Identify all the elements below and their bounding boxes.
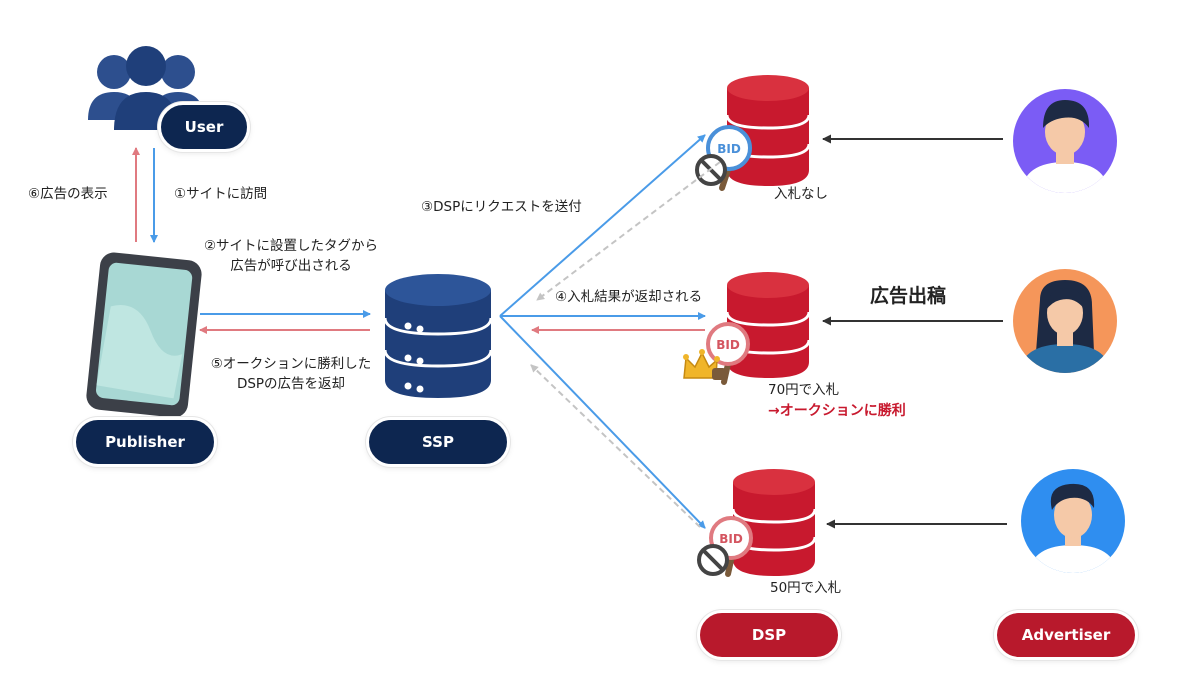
step-3-label: ③DSPにリクエストを送付 bbox=[421, 199, 582, 215]
dsp-server-icon-2 bbox=[725, 272, 811, 378]
crown-icon bbox=[683, 349, 726, 380]
dsp2-winner: →オークションに勝利 bbox=[768, 403, 906, 419]
advertiser-avatar-1 bbox=[1013, 89, 1117, 193]
user-label: User bbox=[158, 102, 250, 152]
dsp1-result: 入札なし bbox=[774, 186, 828, 202]
prohibited-icon bbox=[697, 544, 729, 576]
arrow-request-dsp3 bbox=[499, 315, 706, 529]
publisher-label: Publisher bbox=[73, 417, 217, 467]
step-4-label: ④入札結果が返却される bbox=[555, 289, 703, 305]
bid-badge-label-2: BID bbox=[716, 338, 740, 352]
smartphone-icon bbox=[86, 252, 202, 418]
step-2-line2: 広告が呼び出される bbox=[230, 258, 352, 274]
step-6-label: ⑥広告の表示 bbox=[28, 186, 108, 202]
bid-badge-label-1: BID bbox=[717, 142, 741, 156]
advertiser-avatar-2 bbox=[1013, 269, 1117, 373]
dsp2-result: 70円で入札 bbox=[768, 382, 840, 398]
step-2-line1: ②サイトに設置したタグから bbox=[203, 238, 379, 254]
ssp-label: SSP bbox=[366, 417, 510, 467]
step-5-line1: ⑤オークションに勝利した bbox=[210, 356, 372, 372]
advertiser-label: Advertiser bbox=[994, 610, 1138, 660]
step-1-label: ①サイトに訪問 bbox=[174, 186, 268, 202]
dsp-label: DSP bbox=[697, 610, 841, 660]
ad-placement-label: 広告出稿 bbox=[870, 285, 947, 307]
dsp3-result: 50円で入札 bbox=[770, 580, 842, 596]
arrow-request-dsp1 bbox=[499, 134, 706, 317]
step-5-line2: DSPの広告を返却 bbox=[236, 376, 346, 392]
arrow-response-dsp1 bbox=[536, 161, 721, 301]
advertiser-avatar-3 bbox=[1021, 469, 1125, 573]
ssp-server-icon bbox=[383, 274, 493, 398]
dsp-server-icon-3 bbox=[731, 469, 817, 576]
arrow-response-dsp3 bbox=[530, 364, 701, 528]
bid-badge-label-3: BID bbox=[719, 532, 743, 546]
